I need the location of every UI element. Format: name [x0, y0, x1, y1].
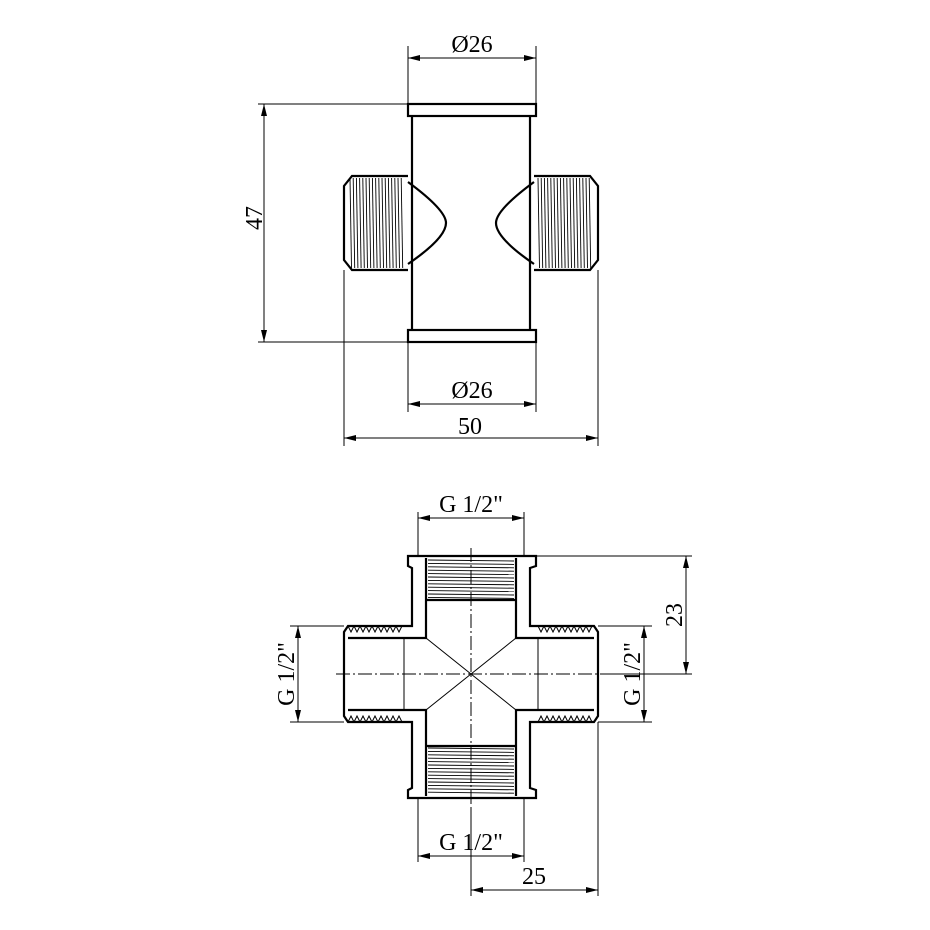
- top-flange: [406, 102, 538, 118]
- thread-line: [397, 177, 400, 269]
- dim-top-thread: G 1/2": [417, 492, 525, 556]
- dim-height: 47: [242, 103, 408, 343]
- thread-line: [543, 177, 547, 269]
- thread-line: [553, 177, 556, 269]
- thread-line: [375, 177, 378, 269]
- thread-line: [427, 590, 515, 593]
- thread-teeth: [537, 624, 593, 634]
- thread-line: [371, 177, 375, 269]
- thread-line: [556, 177, 560, 269]
- section-view: G 1/2" G 1/2" G 1/2" G 1/2": [274, 492, 692, 896]
- thread-line: [362, 177, 365, 269]
- thread-line: [352, 177, 356, 269]
- thread-line: [365, 177, 368, 269]
- thread-line: [547, 177, 550, 269]
- thread-line: [391, 177, 394, 269]
- dim-width-label: 50: [458, 414, 482, 440]
- dim-top-thread-label: G 1/2": [439, 492, 503, 518]
- thread-line: [427, 562, 515, 565]
- dim-half-width: 25: [470, 722, 599, 896]
- thread-line: [394, 177, 397, 269]
- thread-line: [582, 177, 585, 269]
- dim-half-width-label: 25: [522, 864, 546, 890]
- dim-bottom-diameter-label: Ø26: [451, 378, 492, 404]
- thread-line: [585, 177, 588, 269]
- dim-width: 50: [343, 270, 599, 446]
- thread-line: [427, 764, 515, 767]
- dim-half-height-label: 23: [662, 603, 688, 627]
- left-threaded-branch: [342, 174, 448, 272]
- thread-line: [384, 177, 388, 269]
- thread-line: [387, 177, 391, 269]
- thread-line: [349, 177, 352, 269]
- thread-line: [378, 177, 381, 269]
- thread-line: [588, 177, 592, 269]
- dim-top-diameter-label: Ø26: [451, 32, 492, 58]
- bottom-flange: [406, 328, 538, 344]
- thread-line: [540, 177, 544, 269]
- thread-line: [579, 177, 582, 269]
- thread-line: [427, 781, 515, 784]
- thread-line: [359, 177, 362, 269]
- dim-height-label: 47: [242, 206, 268, 230]
- thread-line: [427, 566, 515, 569]
- left-male-branch: [347, 624, 412, 724]
- thread-line: [355, 177, 359, 269]
- thread-line: [566, 177, 569, 269]
- thread-line: [569, 177, 572, 269]
- thread-line: [550, 177, 553, 269]
- dim-half-height: 23: [536, 555, 692, 675]
- thread-teeth: [537, 714, 593, 724]
- top-view: Ø26 Ø26 47 50: [242, 32, 600, 446]
- thread-teeth: [347, 624, 403, 634]
- dim-top-diameter: Ø26: [407, 32, 537, 104]
- right-threaded-branch: [494, 174, 600, 272]
- thread-line: [572, 177, 576, 269]
- thread-line: [427, 583, 515, 586]
- thread-line: [559, 177, 563, 269]
- thread-line: [368, 177, 372, 269]
- dim-left-thread: G 1/2": [274, 625, 344, 723]
- thread-teeth: [347, 714, 403, 724]
- thread-line: [563, 177, 566, 269]
- thread-line: [400, 177, 404, 269]
- dim-bottom-diameter: Ø26: [407, 342, 537, 412]
- thread-line: [427, 761, 515, 764]
- thread-line: [427, 788, 515, 791]
- thread-line: [381, 177, 384, 269]
- thread-line: [537, 177, 540, 269]
- dim-left-thread-label: G 1/2": [274, 642, 300, 706]
- thread-line: [575, 177, 579, 269]
